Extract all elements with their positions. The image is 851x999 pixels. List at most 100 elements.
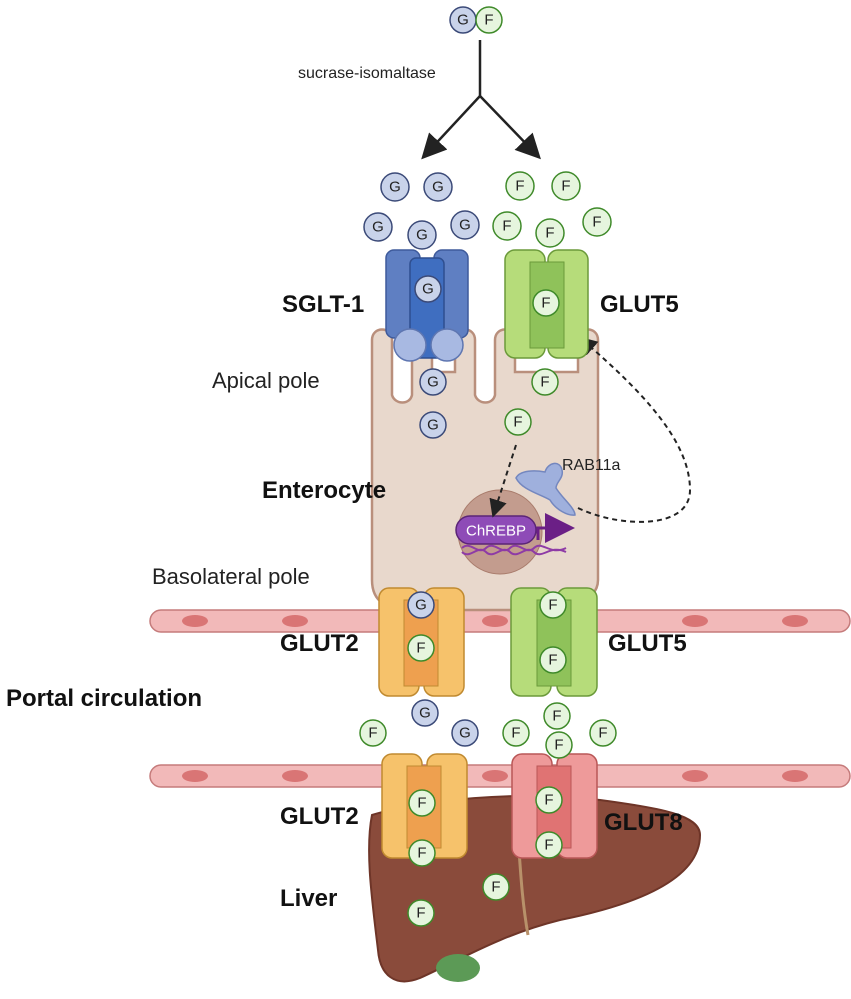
basolateral-pole-label: Basolateral pole — [152, 564, 310, 589]
svg-text:F: F — [545, 225, 554, 242]
fructose-molecule: F — [543, 702, 571, 730]
glut2-basolateral-label: GLUT2 — [280, 630, 359, 657]
glucose-molecule: G — [380, 172, 410, 202]
fructose-molecule: F — [539, 591, 567, 619]
glucose-molecule: G — [414, 275, 442, 303]
fructose-molecule: F — [504, 408, 532, 436]
svg-text:F: F — [484, 12, 493, 29]
apical-pole-label: Apical pole — [212, 368, 320, 393]
liver-label: Liver — [280, 885, 337, 912]
fructose-molecule: F — [535, 786, 563, 814]
svg-text:G: G — [427, 374, 439, 391]
gallbladder — [436, 954, 480, 982]
glucose-molecule: G — [450, 210, 480, 240]
fructose-branch-arrow — [479, 95, 541, 160]
sglt1-label: SGLT-1 — [282, 291, 364, 318]
svg-text:F: F — [515, 178, 524, 195]
fructose-molecule: F — [492, 211, 522, 241]
svg-text:F: F — [544, 792, 553, 809]
glucose-molecule: G — [419, 411, 447, 439]
svg-text:F: F — [541, 295, 550, 312]
svg-text:G: G — [432, 179, 444, 196]
rab11a-glut5-recycling-arrow — [577, 336, 692, 523]
svg-text:F: F — [491, 879, 500, 896]
svg-text:G: G — [419, 705, 431, 722]
fructose-molecule: F — [532, 289, 560, 317]
svg-text:F: F — [502, 218, 511, 235]
glucose-molecule: G — [449, 6, 477, 34]
chrebp-factor: ChREBP — [455, 515, 537, 545]
svg-text:G: G — [415, 597, 427, 614]
svg-text:F: F — [561, 178, 570, 195]
svg-text:F: F — [368, 725, 377, 742]
enzyme-label: sucrase-isomaltase — [298, 65, 436, 82]
fructose-molecule: F — [582, 207, 612, 237]
fructose-molecule: F — [539, 646, 567, 674]
svg-text:G: G — [459, 217, 471, 234]
svg-text:F: F — [417, 795, 426, 812]
fructose-molecule: F — [535, 218, 565, 248]
svg-text:G: G — [422, 281, 434, 298]
fructose-molecule: F — [407, 634, 435, 662]
glut5-basolateral-label: GLUT5 — [608, 630, 687, 657]
glucose-branch-arrow — [421, 95, 481, 160]
fructose-molecule: F — [475, 6, 503, 34]
svg-text:F: F — [513, 414, 522, 431]
fructose-molecule: F — [502, 719, 530, 747]
fructose-to-nucleus-arrow — [489, 444, 517, 518]
svg-text:G: G — [427, 417, 439, 434]
svg-text:F: F — [544, 837, 553, 854]
svg-text:G: G — [372, 219, 384, 236]
svg-text:F: F — [417, 845, 426, 862]
svg-text:F: F — [540, 374, 549, 391]
rab11a-protein — [515, 462, 576, 516]
svg-text:G: G — [459, 725, 471, 742]
fructose-molecule: F — [535, 831, 563, 859]
glut8-liver-transporter — [511, 753, 598, 859]
svg-text:F: F — [548, 652, 557, 669]
svg-text:G: G — [416, 227, 428, 244]
endothelium-lower — [149, 764, 851, 788]
enterocyte-label: Enterocyte — [262, 477, 386, 504]
glut2-liver-transporter — [381, 753, 468, 859]
svg-text:G: G — [457, 12, 469, 29]
fructose-molecule: F — [505, 171, 535, 201]
glucose-molecule: G — [407, 591, 435, 619]
svg-text:F: F — [416, 640, 425, 657]
glut5-apical-label: GLUT5 — [600, 291, 679, 318]
svg-text:F: F — [548, 597, 557, 614]
endothelium-upper — [149, 609, 851, 633]
fructose-molecule: F — [407, 899, 435, 927]
glut5-basolateral-transporter — [510, 587, 598, 697]
svg-text:F: F — [552, 708, 561, 725]
svg-text:G: G — [389, 179, 401, 196]
fructose-molecule: F — [551, 171, 581, 201]
portal-circulation-label: Portal circulation — [6, 685, 202, 712]
fructose-molecule: F — [359, 719, 387, 747]
glucose-molecule: G — [363, 212, 393, 242]
glut2-liver-label: GLUT2 — [280, 803, 359, 830]
svg-text:F: F — [592, 214, 601, 231]
glucose-molecule: G — [411, 699, 439, 727]
fructose-molecule: F — [531, 368, 559, 396]
svg-text:F: F — [598, 725, 607, 742]
glucose-molecule: G — [423, 172, 453, 202]
rab11a-label: RAB11a — [562, 457, 621, 474]
glucose-molecule: G — [407, 220, 437, 250]
fructose-molecule: F — [408, 789, 436, 817]
svg-text:F: F — [511, 725, 520, 742]
fructose-molecule: F — [545, 731, 573, 759]
chrebp-label: ChREBP — [466, 523, 526, 540]
fructose-molecule: F — [589, 719, 617, 747]
glucose-molecule: G — [451, 719, 479, 747]
svg-text:F: F — [416, 905, 425, 922]
glucose-molecule: G — [419, 368, 447, 396]
glut8-liver-label: GLUT8 — [604, 809, 683, 836]
svg-text:F: F — [554, 737, 563, 754]
sglt1-transporter — [385, 249, 469, 362]
transcription-arrow — [536, 513, 575, 543]
fructose-molecule: F — [482, 873, 510, 901]
fructose-molecule: F — [408, 839, 436, 867]
